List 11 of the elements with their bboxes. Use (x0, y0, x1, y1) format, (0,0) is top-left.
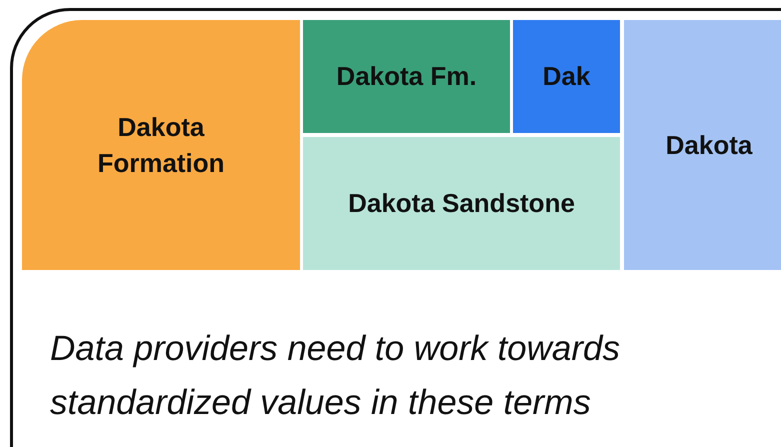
tile-label: Dakota Formation (96, 110, 226, 180)
tile-label: Dakota Sandstone (348, 187, 575, 220)
tile-label: Dakota Fm. (336, 60, 477, 94)
treemap-tile (513, 20, 620, 133)
treemap-tile (624, 20, 781, 270)
caption-text: Data providers need to work towards standardized values in these terms (50, 328, 621, 424)
tile-label: Dakota (666, 128, 752, 162)
treemap-tile (303, 137, 620, 270)
treemap-tile (22, 20, 300, 270)
tile-label: Dak (542, 60, 590, 94)
treemap-tile (303, 20, 510, 133)
